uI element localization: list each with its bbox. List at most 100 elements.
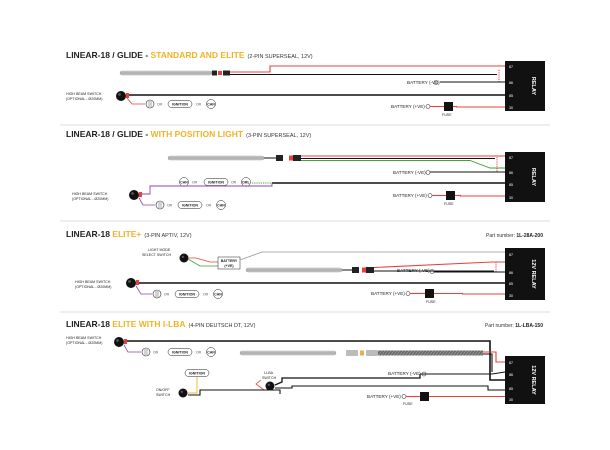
ignition-option (177, 201, 203, 209)
high-beam-switch[interactable] (126, 278, 136, 288)
ignition-option (174, 290, 200, 298)
section-title: LINEAR-18 (66, 229, 112, 239)
svg-text:LINEAR-18 ELITE WITH I-LBA(4-P: LINEAR-18 ELITE WITH I-LBA(4-PIN DEUTSCH… (66, 319, 256, 329)
mode-switch-label: LIGHT MODE (148, 248, 171, 252)
high-beam-switch[interactable] (116, 91, 126, 101)
section-title-accent: STANDARD AND ELITE (151, 50, 245, 60)
switch-label: HIGH BEAM SWITCH (66, 92, 102, 96)
part-number: 1L-28A-200 (516, 233, 543, 239)
svg-text:OR: OR (153, 350, 159, 354)
svg-text:85: 85 (509, 282, 513, 286)
svg-text:85: 85 (509, 183, 513, 187)
fuse-holder (444, 102, 453, 111)
ilba-switch-sublabel: SWITCH (262, 376, 277, 380)
svg-text:CAN: CAN (217, 203, 225, 207)
svg-text:IGNITION: IGNITION (172, 102, 188, 106)
section-title-accent: ELITE+ (112, 229, 141, 239)
mode-wire (239, 251, 505, 261)
light-mode-switch[interactable] (179, 253, 189, 263)
light-bar (167, 155, 265, 161)
can-option (216, 200, 226, 210)
relay-label: RELAY (530, 168, 536, 186)
light-bar (119, 70, 213, 76)
switch-sublabel: (OPTIONAL - Ø20MM) (72, 197, 108, 201)
high-beam-switch[interactable] (129, 190, 139, 200)
braided-loom (378, 350, 483, 356)
svg-text:(+VE): (+VE) (224, 264, 234, 268)
svg-text:87: 87 (509, 156, 513, 160)
deutsch-connector (346, 350, 358, 356)
light-bar (239, 350, 337, 356)
ilba-switch[interactable] (265, 381, 275, 391)
section-elite-plus: LINEAR-18 ELITE+(3-PIN APTIV, 12V) Part … (66, 229, 545, 304)
svg-text:85: 85 (509, 94, 513, 98)
svg-text:OR: OR (206, 203, 212, 207)
light-bar (245, 267, 343, 273)
connector-socket (293, 155, 301, 161)
relay-label: 12V RELAY (530, 259, 536, 289)
svg-text:86: 86 (509, 271, 513, 275)
fuse-label: FUSE (442, 113, 452, 117)
svg-text:OR: OR (164, 292, 170, 296)
onoff-switch[interactable] (178, 388, 188, 398)
svg-text:30: 30 (509, 294, 513, 298)
fuse-holder (425, 289, 434, 298)
battery-pos-label: BATTERY (+VE) (393, 193, 427, 198)
battery-neg-label: BATTERY (-VE) (407, 80, 440, 85)
svg-text:CAN: CAN (207, 350, 215, 354)
switch-label: HIGH BEAM SWITCH (72, 192, 108, 196)
svg-text:OR: OR (192, 180, 198, 184)
svg-text:OR: OR (196, 350, 202, 354)
svg-text:Part number: 1L-28A-200: Part number: 1L-28A-200 (486, 233, 543, 239)
switch-wire (127, 340, 505, 381)
relay (505, 248, 545, 300)
power-wire (373, 261, 505, 269)
svg-text:87: 87 (509, 361, 513, 365)
mode-battery-box (217, 256, 241, 270)
connector-plug (276, 155, 283, 161)
connector-seal (289, 155, 293, 161)
can-option (213, 289, 223, 299)
svg-text:86: 86 (509, 171, 513, 175)
fuse-holder (420, 392, 429, 401)
ignition-option (167, 348, 193, 356)
section-title: LINEAR-18 / GLIDE - (66, 50, 151, 60)
svg-text:DRL: DRL (242, 180, 250, 184)
svg-text:OR: OR (167, 203, 173, 207)
svg-text:Part number: 1L-LBA-150: Part number: 1L-LBA-150 (485, 323, 543, 329)
mode-battery-label: BATTERY (221, 259, 238, 263)
svg-text:30: 30 (509, 106, 513, 110)
connector-socket (223, 70, 230, 76)
can-option (179, 177, 189, 187)
switch-sublabel: (OPTIONAL - Ø20MM) (66, 341, 102, 345)
section-subtitle: (4-PIN DEUTSCH DT, 12V) (188, 323, 255, 329)
can-option (206, 99, 216, 109)
mode-switch-sublabel: SELECT SWITCH (142, 253, 171, 257)
battery-pos-label: BATTERY (+VE) (391, 104, 425, 109)
svg-text:86: 86 (509, 373, 513, 377)
part-number-label: Part number: (485, 323, 515, 329)
battery-neg-label: BATTERY (-VE) (397, 268, 430, 273)
battery-neg-label: BATTERY (-VE) (393, 170, 426, 175)
section-title: LINEAR-18 / GLIDE - (66, 129, 151, 139)
svg-text:OR: OR (157, 102, 163, 106)
svg-text:30: 30 (509, 398, 513, 402)
section-standard-elite: LINEAR-18 / GLIDE - STANDARD AND ELITE(2… (66, 50, 545, 117)
high-beam-switch[interactable] (114, 337, 124, 347)
onoff-switch-sublabel: SWITCH (156, 393, 171, 397)
relay-label: RELAY (530, 77, 536, 95)
svg-text:IGNITION: IGNITION (179, 292, 195, 296)
svg-text:30: 30 (509, 196, 513, 200)
trigger-wire (142, 183, 273, 195)
fuse-label: FUSE (403, 402, 413, 406)
svg-text:87: 87 (509, 253, 513, 257)
switch-label: HIGH BEAM SWITCH (75, 280, 111, 284)
loom-wire (498, 70, 505, 83)
section-subtitle: (3-PIN SUPERSEAL, 12V) (246, 133, 311, 139)
ignition-option (184, 369, 210, 377)
section-position-light: LINEAR-18 / GLIDE - WITH POSITION LIGHT(… (66, 129, 545, 210)
ignition-label: IGNITION (189, 371, 205, 375)
section-subtitle: (3-PIN APTIV, 12V) (144, 233, 191, 239)
